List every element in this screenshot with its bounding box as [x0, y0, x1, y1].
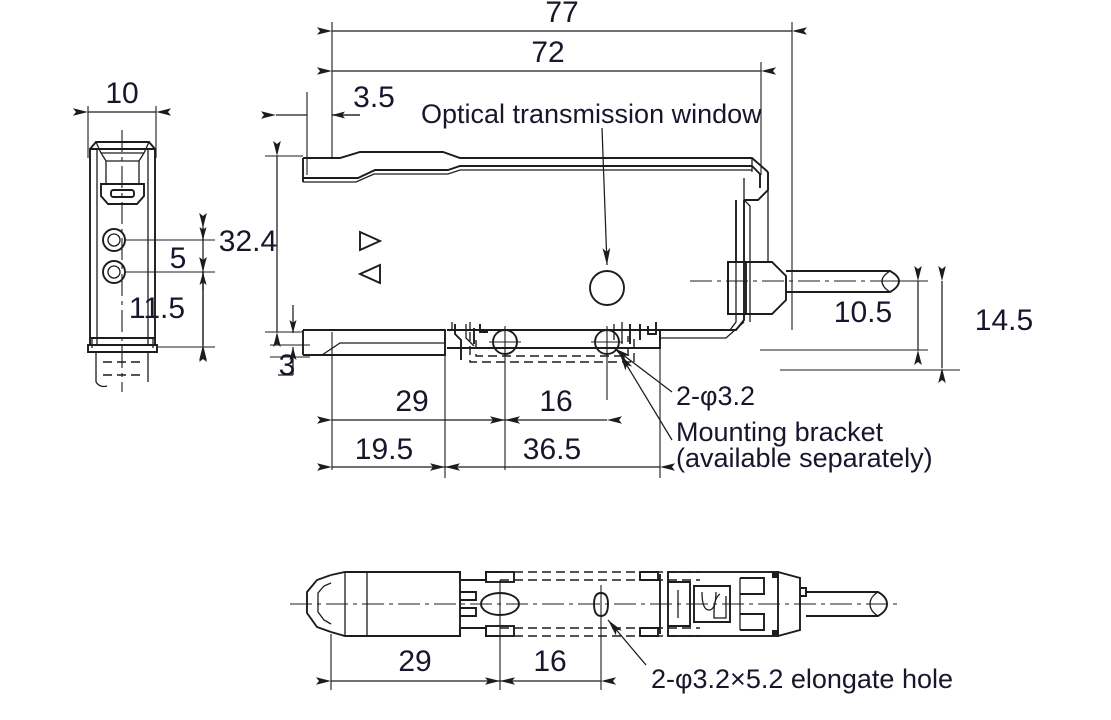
- label-bracket-line2: (available separately): [676, 443, 933, 473]
- dim-label-front-lower: 11.5: [129, 292, 185, 325]
- dim-label-bottom-hole1: 29: [398, 645, 431, 678]
- dim-label-total-height: 14.5: [975, 304, 1033, 337]
- label-hole-callout: 2-φ3.2: [676, 381, 755, 411]
- dim-label-bottom-hole-spacing: 16: [533, 645, 566, 678]
- dim-base-thickness: [270, 305, 310, 376]
- front-view-group: [73, 106, 215, 392]
- elongate-hole-leader: [607, 619, 647, 666]
- dim-label-base-thickness: 3: [279, 349, 296, 382]
- dim-label-left-to-body: 19.5: [355, 433, 413, 466]
- dim-body-length: [317, 62, 776, 175]
- dim-label-front-led-gap: 5: [170, 242, 187, 275]
- dim-overall-length: [317, 22, 807, 330]
- front-body-outline: [87, 130, 158, 392]
- dim-hole1-from-left: [317, 332, 520, 470]
- dim-total-height: [780, 266, 960, 383]
- dim-label-hole-spacing: 16: [539, 385, 572, 418]
- dim-body-to-right: [430, 348, 675, 478]
- dim-label-front-height: 32.4: [219, 225, 277, 258]
- dim-left-to-body: [317, 332, 460, 478]
- dim-label-front-width: 10: [105, 77, 138, 110]
- bottom-view-group: [290, 571, 900, 690]
- side-view-group: [261, 22, 960, 478]
- dim-label-body-length: 72: [531, 36, 564, 69]
- label-bracket-line1: Mounting bracket: [676, 417, 884, 447]
- dim-label-body-to-right: 36.5: [523, 433, 581, 466]
- hole-callout-leader: [613, 347, 673, 441]
- label-optical-window: Optical transmission window: [421, 99, 762, 129]
- side-body-outline: [302, 151, 915, 356]
- mounting-bracket: [447, 322, 661, 470]
- dim-label-hole1-from-left: 29: [395, 385, 428, 418]
- dim-side-height: [265, 141, 303, 347]
- dim-front-lower: [157, 257, 215, 362]
- dim-label-front-offset: 3.5: [353, 81, 395, 114]
- dim-label-overall-length: 77: [545, 0, 578, 29]
- dim-cable-height: [760, 266, 928, 365]
- optical-window-leader: [601, 127, 611, 266]
- dim-label-cable-height: 10.5: [834, 296, 892, 329]
- dim-front-offset: [261, 92, 360, 175]
- label-elongate-hole: 2-φ3.2×5.2 elongate hole: [651, 664, 953, 694]
- dim-front-width: [73, 106, 171, 158]
